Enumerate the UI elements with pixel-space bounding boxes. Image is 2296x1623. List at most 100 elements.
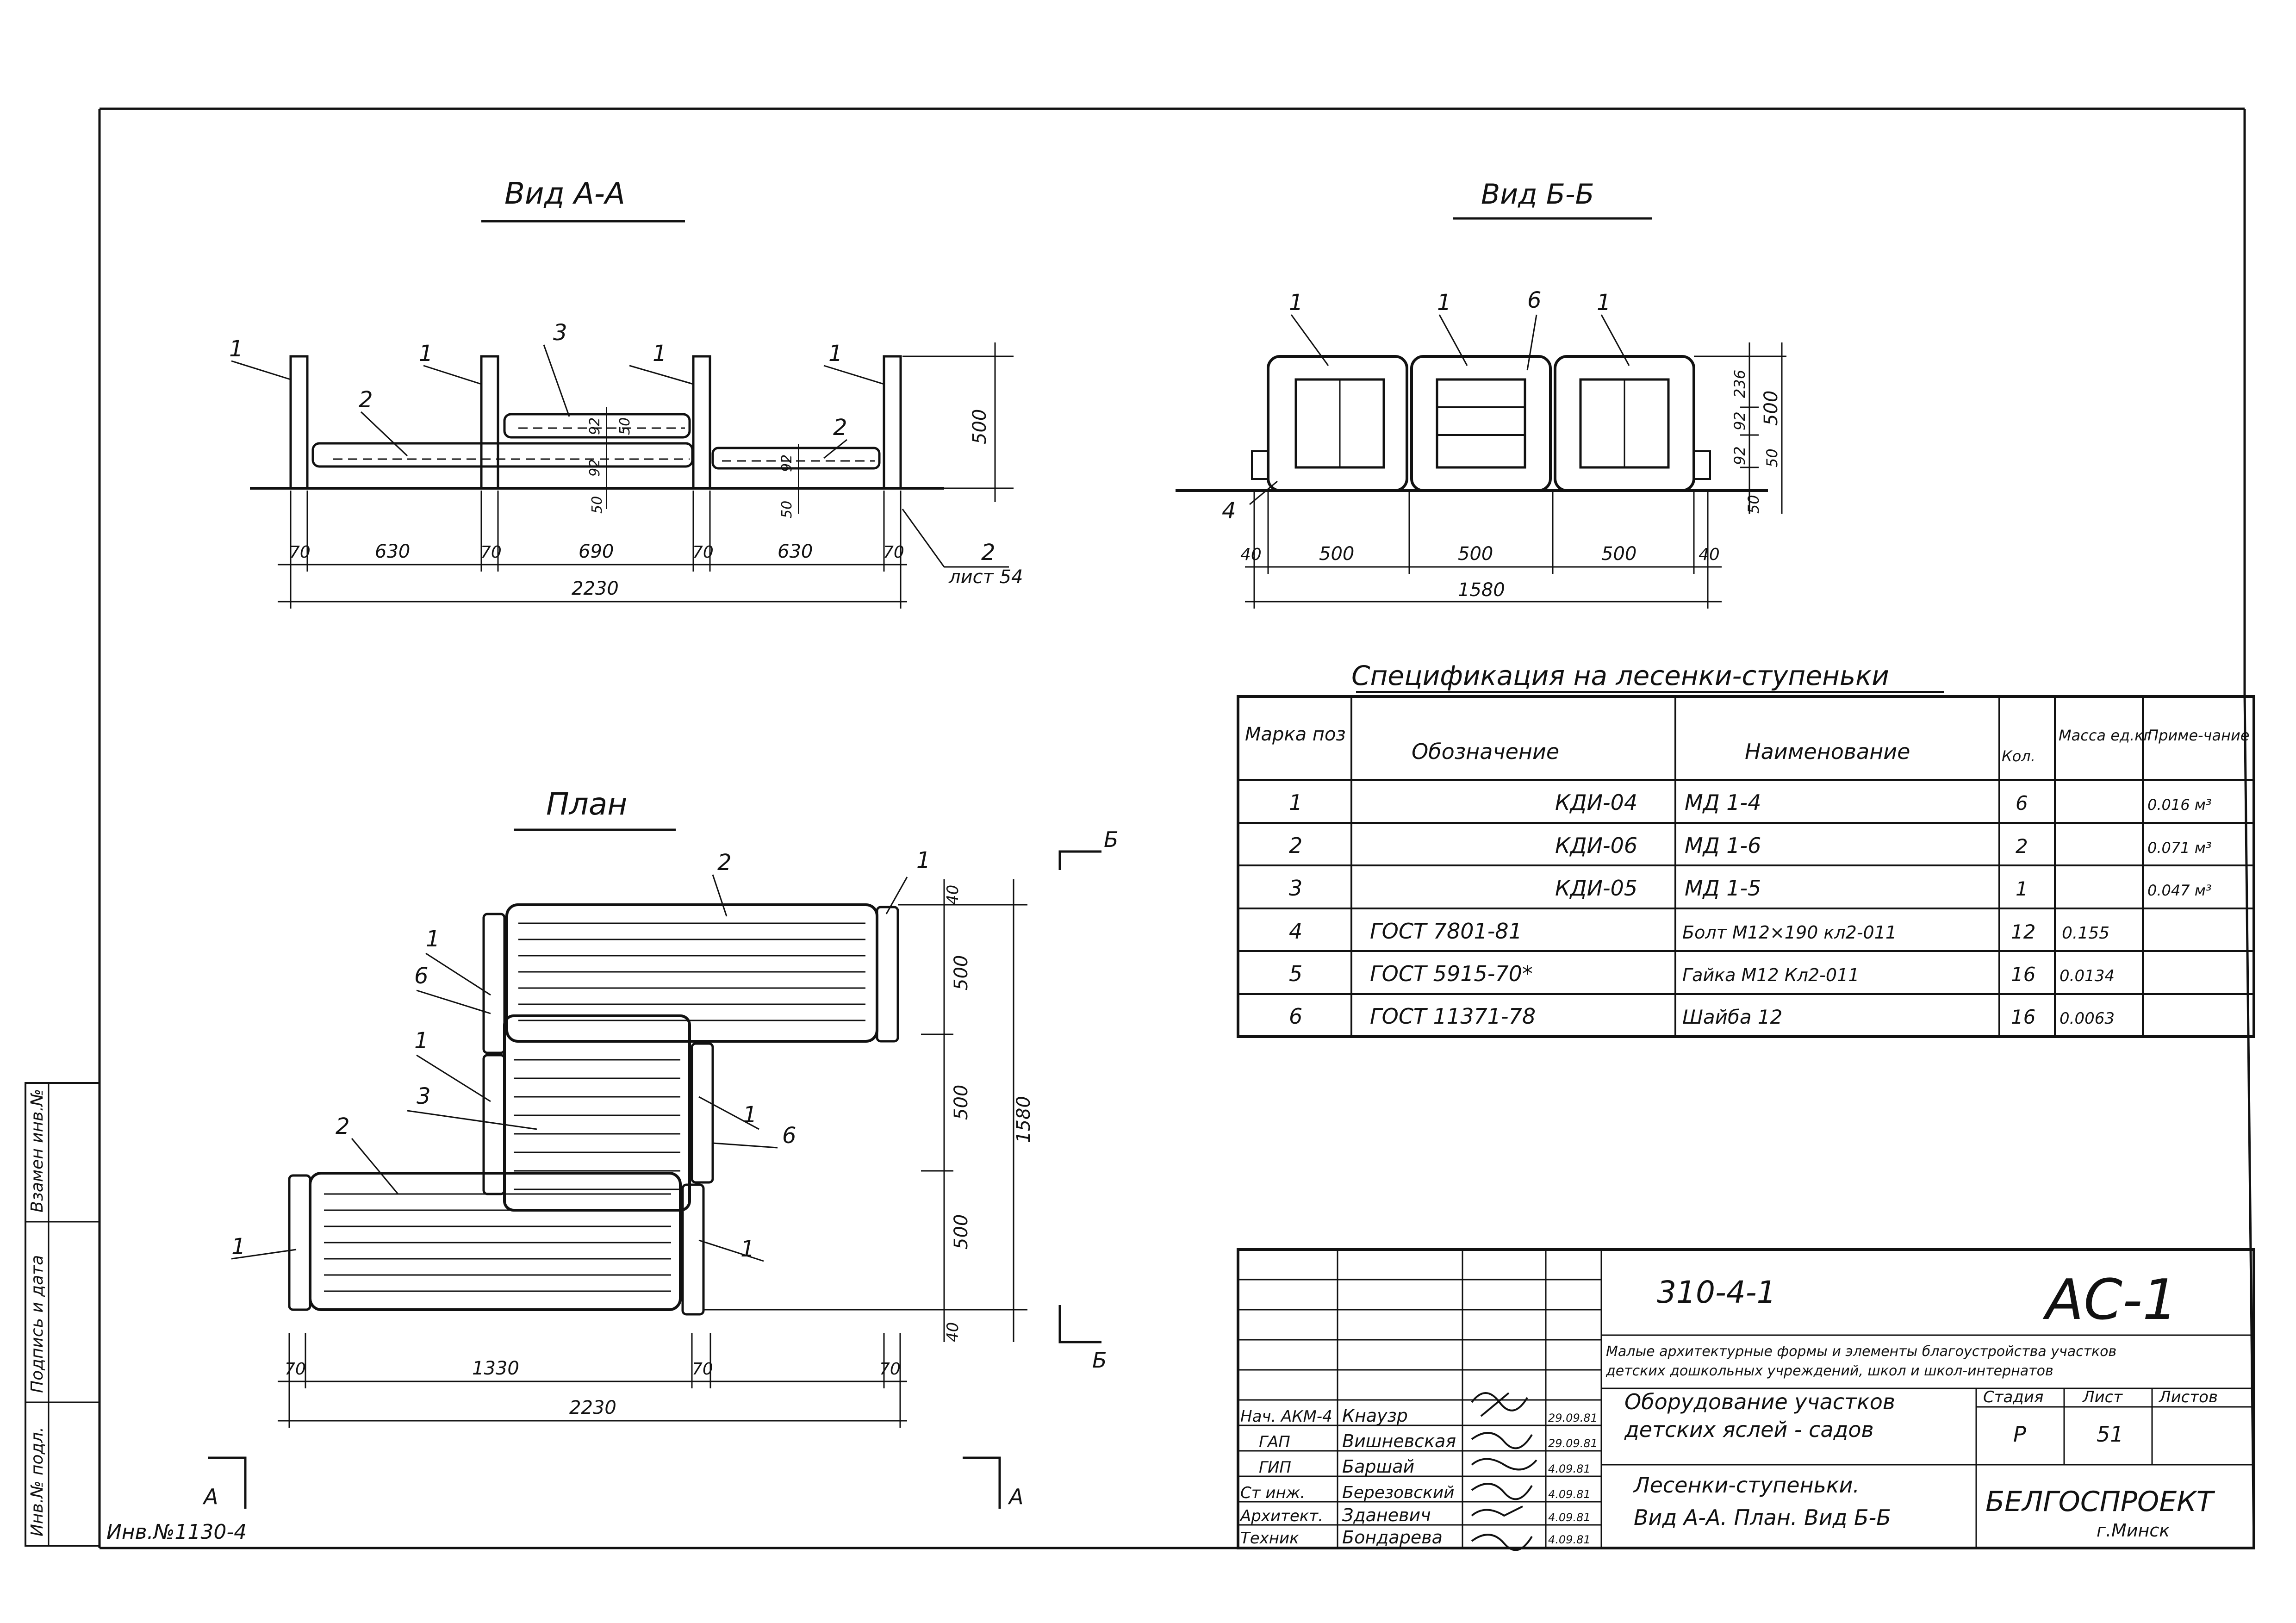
- project-name-2: детских яслей - садов: [1624, 1417, 1874, 1442]
- spec-cell-pos: 5: [1289, 961, 1302, 986]
- bb-right-dim-92a: 92: [1731, 411, 1748, 430]
- spec-cell-designation: ГОСТ 5915-70*: [1370, 961, 1533, 986]
- spec-cell-qty: 6: [2016, 792, 2028, 815]
- bb-height: 500: [1761, 391, 1782, 426]
- approval-role: Ст инж.: [1240, 1484, 1305, 1502]
- spec-cell-qty: 16: [2011, 963, 2035, 986]
- plan-callout-1-leftmid: 1: [414, 1028, 429, 1054]
- plan-callout-6-left: 6: [414, 963, 429, 989]
- sheet-label: Лист: [2082, 1388, 2123, 1406]
- view-b-b-title: Вид Б-Б: [1481, 178, 1594, 211]
- series-description-1: Малые архитектурные формы и элементы бла…: [1606, 1343, 2116, 1360]
- approval-row: Ст инж. Березовский 4.09.81: [1240, 1483, 1591, 1502]
- plan-section-a-right: А: [1008, 1484, 1023, 1509]
- spec-title: Спецификация на лесенки-ступеньки: [1351, 660, 1889, 691]
- approval-role: ГАП: [1259, 1433, 1290, 1451]
- plan-rdim-500-c: 500: [951, 1214, 972, 1250]
- aa-callout-1b: 1: [419, 341, 433, 367]
- plan-rdim-500-b: 500: [951, 1085, 972, 1120]
- bb-dim-1: 500: [1319, 543, 1354, 565]
- bb-right-dim-50b: 50: [1745, 495, 1762, 514]
- aa-callout-1d: 1: [828, 341, 843, 367]
- bb-right-dim-50a: 50: [1763, 448, 1781, 467]
- aa-inner-3: 92: [587, 459, 603, 477]
- spec-cell-designation: КДИ-06: [1555, 833, 1637, 858]
- spec-cell-note: 0.047 м³: [2147, 882, 2212, 899]
- approval-row: Архитект. Зданевич 4.09.81: [1239, 1505, 1591, 1525]
- spec-header-designation: Обозначение: [1412, 739, 1559, 764]
- bb-callout-1a: 1: [1289, 290, 1303, 316]
- view-a-a-callouts: [231, 344, 1009, 568]
- spec-cell-pos: 6: [1289, 1004, 1302, 1029]
- approval-role: Нач. АКМ-4: [1240, 1407, 1332, 1426]
- aa-height: 500: [969, 409, 990, 444]
- spec-row: 4 ГОСТ 7801-81 Болт М12×190 кл2-011 12 0…: [1289, 919, 2109, 944]
- plan-section-a-left: А: [202, 1484, 218, 1509]
- spec-cell-designation: ГОСТ 11371-78: [1370, 1004, 1536, 1029]
- drawing-name-2: Вид А-А. План. Вид Б-Б: [1634, 1505, 1891, 1530]
- spec-header-mark: Марка поз: [1245, 724, 1346, 745]
- approval-role: Архитект.: [1239, 1507, 1323, 1525]
- spec-cell-pos: 3: [1289, 876, 1302, 901]
- aa-dim-5: 630: [778, 541, 813, 562]
- aa-dim-2: 70: [480, 543, 502, 562]
- inventory-number: Инв.№1130-4: [106, 1520, 247, 1544]
- view-a-a-title: Вид А-А: [504, 177, 625, 211]
- spec-cell-name: Гайка М12 Кл2-011: [1682, 965, 1859, 985]
- aa-callout-1a: 1: [229, 336, 243, 362]
- spec-header-note: Приме-чание: [2147, 727, 2249, 744]
- spec-cell-designation: ГОСТ 7801-81: [1370, 919, 1522, 944]
- spec-table: Спецификация на лесенки-ступеньки Марка …: [1237, 660, 2255, 1038]
- stage-value: Р: [2013, 1422, 2026, 1447]
- aa-dim-1: 630: [375, 541, 410, 562]
- bb-dim-4: 40: [1699, 545, 1720, 564]
- approval-name: Бондарева: [1342, 1527, 1443, 1548]
- stamp-replaces-inv: Взамен инв.№: [28, 1089, 47, 1213]
- aa-callout-1c: 1: [653, 341, 667, 367]
- approval-row: Нач. АКМ-4 Кнаузр 29.09.81: [1240, 1405, 1598, 1426]
- spec-cell-qty: 12: [2011, 920, 2035, 943]
- spec-row: 6 ГОСТ 11371-78 Шайба 12 16 0.0063: [1289, 1004, 2115, 1029]
- plan-callout-1-leftlow: 1: [231, 1234, 246, 1260]
- plan-section-b-bottom: Б: [1092, 1348, 1107, 1373]
- spec-cell-qty: 16: [2011, 1006, 2035, 1028]
- approval-row: Техник Бондарева 4.09.81: [1240, 1527, 1591, 1548]
- plan-callout-1-leftupper: 1: [426, 926, 440, 952]
- spec-cell-note: 0.016 м³: [2147, 796, 2212, 814]
- plan-bdim-70c: 70: [879, 1360, 901, 1379]
- spec-cell-designation: КДИ-04: [1555, 790, 1637, 815]
- approval-date: 4.09.81: [1548, 1511, 1591, 1524]
- spec-cell-pos: 2: [1289, 833, 1302, 858]
- plan-rdim-500-a: 500: [951, 955, 972, 990]
- bb-callout-6: 6: [1527, 287, 1542, 313]
- spec-header-qty: Кол.: [2002, 747, 2035, 765]
- plan-bdim-total: 2230: [569, 1397, 616, 1418]
- spec-cell-mass: 0.0063: [2060, 1009, 2115, 1028]
- view-a-a: Вид А-А 1 2 3 1 1: [229, 177, 1023, 609]
- approval-row: ГАП Вишневская 29.09.81: [1259, 1431, 1598, 1451]
- plan-callout-1-rightlow: 1: [740, 1236, 755, 1262]
- aa-dim-0: 70: [289, 543, 311, 562]
- spec-cell-name: МД 1-5: [1685, 876, 1761, 901]
- plan-callout-2-top: 2: [717, 850, 732, 876]
- stamp-inv-podl: Инв.№ подл.: [28, 1427, 47, 1536]
- aa-callout-3: 3: [553, 320, 567, 346]
- aa-sheet-ref-label: лист 54: [948, 566, 1023, 588]
- plan-callout-1-rightmid: 1: [743, 1102, 757, 1128]
- bb-total: 1580: [1458, 579, 1505, 601]
- plan-bdim-70a: 70: [285, 1360, 306, 1379]
- aa-inner-2: 50: [589, 496, 605, 514]
- aa-inner-5: 50: [779, 501, 795, 518]
- spec-header-mass: Масса ед.кг: [2059, 727, 2152, 744]
- spec-cell-qty: 1: [2016, 877, 2028, 900]
- approval-date: 4.09.81: [1548, 1533, 1591, 1546]
- spec-cell-mass: 0.155: [2062, 924, 2109, 943]
- plan-title: План: [546, 786, 627, 822]
- approval-date: 29.09.81: [1548, 1412, 1598, 1424]
- aa-sheet-ref-pos: 2: [981, 540, 996, 566]
- title-block: 310-4-1 АС-1 Малые архитектурные формы и…: [1237, 1248, 2255, 1551]
- spec-row: 5 ГОСТ 5915-70* Гайка М12 Кл2-011 16 0.0…: [1289, 961, 2115, 986]
- approval-row: ГИП Баршай 4.09.81: [1259, 1456, 1591, 1477]
- approval-name: Березовский: [1342, 1483, 1455, 1502]
